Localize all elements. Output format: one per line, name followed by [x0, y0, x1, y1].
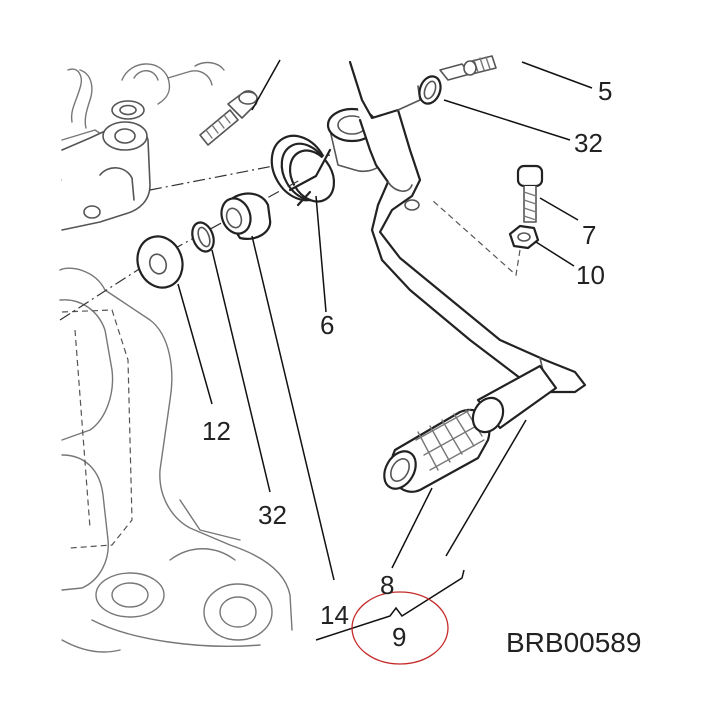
linkage-rod — [439, 55, 497, 81]
callout-32-bottom: 32 — [258, 500, 287, 530]
nut-10 — [508, 224, 540, 250]
foot-peg-shaft — [471, 364, 558, 434]
bushing-14 — [220, 192, 272, 240]
leader-lines — [177, 59, 593, 641]
axis-line-upper — [149, 154, 331, 191]
master-cylinder — [61, 121, 151, 231]
bolt-axis-dash — [431, 199, 521, 277]
circlip-top — [418, 75, 442, 105]
drawing-code: BRB00589 — [506, 627, 641, 658]
callout-14: 14 — [320, 600, 349, 630]
washer-12 — [136, 235, 184, 289]
small-washer-top — [111, 100, 145, 120]
pivot-bolt — [199, 90, 258, 146]
callout-8: 8 — [380, 570, 394, 600]
foot-peg-rubber — [383, 408, 491, 493]
callout-5: 5 — [598, 76, 612, 106]
circlip-32-lower — [191, 221, 215, 253]
callout-7: 7 — [582, 220, 596, 250]
return-spring — [270, 134, 336, 207]
callout-9: 9 — [392, 622, 406, 652]
callout-12: 12 — [202, 416, 231, 446]
callout-6: 6 — [320, 310, 334, 340]
engine-casing-ghost — [59, 267, 293, 653]
callout-32-top: 32 — [574, 128, 603, 158]
shift-lever — [348, 60, 587, 394]
callout-10: 10 — [576, 260, 605, 290]
bolt-7 — [516, 164, 544, 223]
highlight-circle — [351, 591, 449, 665]
